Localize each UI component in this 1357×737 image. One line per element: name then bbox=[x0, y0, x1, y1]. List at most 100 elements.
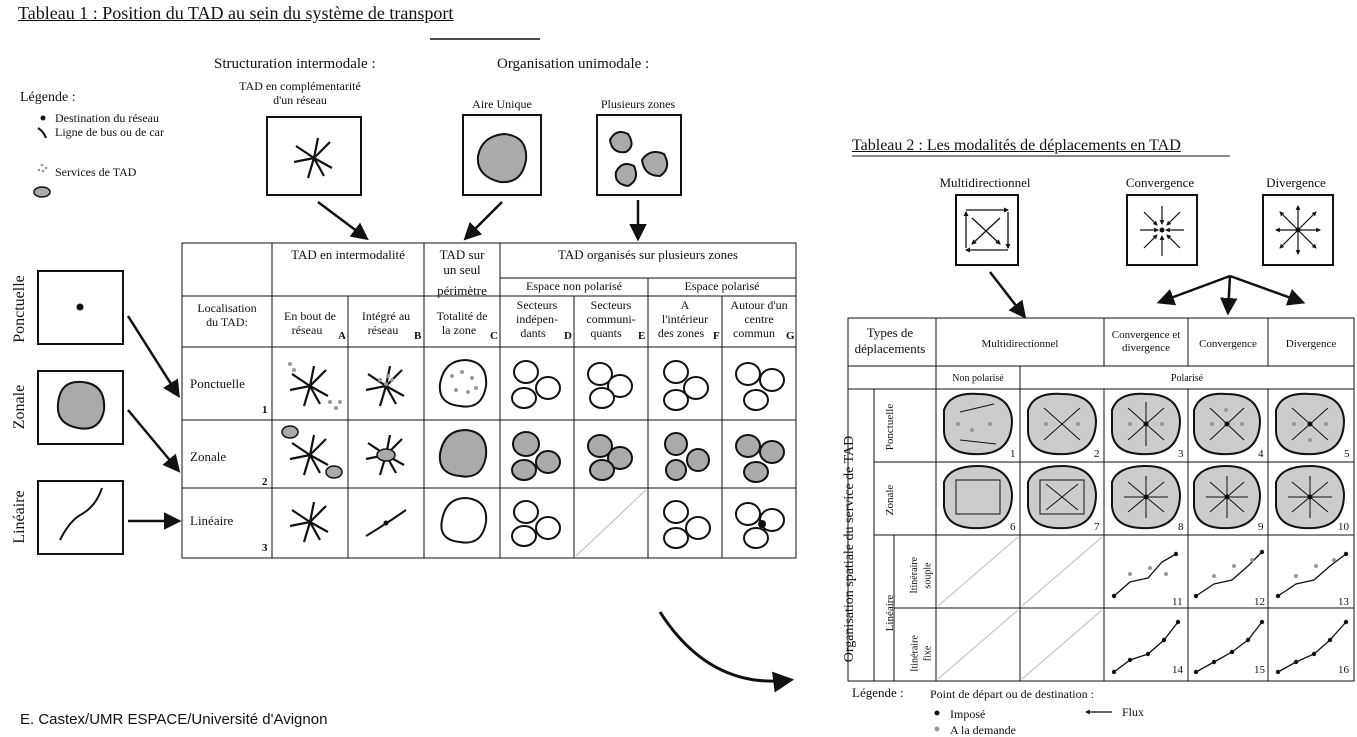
hdr-colB-letter: B bbox=[414, 330, 422, 342]
lineaire-box bbox=[37, 480, 124, 555]
side-zone-icon bbox=[56, 380, 106, 430]
t2-polarise: Polarisé bbox=[1170, 373, 1204, 384]
cell-3F-icon bbox=[663, 500, 711, 549]
hdr-colG-letter: G bbox=[786, 330, 795, 342]
legend-title: Légende : bbox=[20, 90, 76, 105]
hdr-seul-2: un seul bbox=[443, 262, 481, 277]
t2-num-5: 5 bbox=[1344, 448, 1350, 460]
cell-1G-icon bbox=[735, 362, 785, 411]
legend-impose-icon bbox=[934, 710, 940, 716]
cell-3D-icon bbox=[511, 500, 561, 547]
cell-2E-icon bbox=[587, 434, 633, 481]
t2-num-4: 4 bbox=[1258, 448, 1264, 460]
top-div-icon bbox=[1275, 205, 1321, 255]
t2-legend-impose: Imposé bbox=[950, 707, 986, 721]
cell-1D-icon bbox=[511, 360, 561, 409]
t2-legend-label: Légende : bbox=[852, 685, 904, 700]
row2-num: 2 bbox=[262, 476, 268, 488]
t2-col-multi: Multidirectionnel bbox=[981, 338, 1059, 350]
legend-ligne: Ligne de bus ou de car bbox=[55, 125, 164, 139]
hdr-colF-letter: F bbox=[713, 330, 720, 342]
hdr-colC-1: Totalité de bbox=[436, 309, 488, 323]
network-star-icon bbox=[292, 136, 334, 180]
row3-label: Linéaire bbox=[190, 513, 234, 528]
cell-1B-icon bbox=[364, 364, 406, 408]
t2-non-polarise: Non polarisé bbox=[952, 373, 1004, 384]
arrow-complement bbox=[317, 201, 369, 241]
legend-demande-icon bbox=[934, 726, 940, 732]
top-multi-label: Multidirectionnel bbox=[939, 175, 1031, 190]
cell-1E-icon bbox=[587, 362, 633, 409]
arrow-t2-div bbox=[1229, 274, 1306, 306]
aire-unique-zone-icon bbox=[476, 132, 528, 184]
aire-unique-label: Aire Unique bbox=[472, 97, 532, 111]
hdr-colF-3: des zones bbox=[657, 326, 705, 340]
credit: E. Castex/UMR ESPACE/Université d'Avigno… bbox=[20, 711, 328, 728]
side-dot-icon bbox=[76, 303, 84, 311]
structuration-label: Structuration intermodale : bbox=[214, 56, 376, 72]
cell-2A-zone1 bbox=[281, 425, 299, 439]
hdr-colE-3: quants bbox=[590, 326, 622, 340]
table1-grid bbox=[181, 242, 797, 559]
row1-label: Ponctuelle bbox=[190, 376, 245, 391]
tad-complement-line2: d'un réseau bbox=[273, 93, 327, 107]
cell-2C-icon bbox=[438, 428, 488, 478]
cell-1B-dots bbox=[378, 374, 394, 386]
legend-destination: Destination du réseau bbox=[55, 111, 159, 125]
t2-num-15: 15 bbox=[1254, 664, 1265, 676]
hdr-non-polarise: Espace non polarisé bbox=[526, 279, 622, 293]
hdr-seul-3: périmètre bbox=[437, 283, 487, 298]
cell-1A-icon bbox=[288, 364, 330, 408]
t2-num-2: 2 bbox=[1094, 448, 1100, 460]
tad-complement-line1: TAD en complémentarité bbox=[239, 79, 361, 93]
curved-arrow bbox=[658, 611, 795, 693]
t2-lineaire-points bbox=[1111, 549, 1349, 675]
top-conv-icon bbox=[1140, 206, 1184, 256]
t2-col-convdiv-2: divergence bbox=[1121, 342, 1171, 354]
table2-grid bbox=[847, 317, 1355, 682]
row1-num: 1 bbox=[262, 404, 268, 416]
t2-num-11: 11 bbox=[1172, 596, 1183, 608]
cell-2B-zone bbox=[376, 448, 396, 462]
hdr-seul-1: TAD sur bbox=[439, 247, 485, 262]
row3-num: 3 bbox=[262, 542, 268, 554]
t2-col-convdiv-1: Convergence et bbox=[1111, 329, 1181, 341]
t2-zonale-centers bbox=[1143, 494, 1313, 500]
hdr-intermodalite: TAD en intermodalité bbox=[291, 247, 405, 262]
side-line-icon bbox=[59, 487, 103, 541]
hdr-colG-1: Autour d'un bbox=[730, 298, 788, 312]
t2-num-16: 16 bbox=[1338, 664, 1349, 676]
hdr-colD-letter: D bbox=[564, 330, 572, 342]
arrow-t2-convdiv bbox=[1156, 274, 1231, 306]
top-multi-icon bbox=[963, 207, 1011, 253]
legend-zone-icon bbox=[33, 186, 51, 198]
arrow-aire bbox=[463, 201, 503, 241]
cell-2A-icon bbox=[288, 433, 330, 477]
hdr-colA-2: réseau bbox=[291, 323, 323, 337]
cell-1F-icon bbox=[663, 360, 709, 411]
hdr-colG-3: commun bbox=[733, 326, 775, 340]
plusieurs-zones-box bbox=[596, 114, 682, 196]
t2-ponctuelle-centers bbox=[1143, 421, 1313, 427]
hdr-polarise: Espace polarisé bbox=[684, 279, 760, 293]
t2-num-13: 13 bbox=[1338, 596, 1349, 608]
row2-label: Zonale bbox=[190, 449, 227, 464]
arrow-zonale bbox=[127, 409, 181, 473]
cell-3A-icon bbox=[288, 500, 330, 544]
arrow-ponctuelle bbox=[126, 315, 180, 398]
legend-services: Services de TAD bbox=[55, 165, 137, 179]
hdr-localisation-2: du TAD: bbox=[206, 315, 248, 329]
t2-num-1: 1 bbox=[1010, 448, 1016, 460]
hdr-colD-3: dants bbox=[520, 326, 546, 340]
hdr-colB-1: Intégré au bbox=[361, 309, 411, 323]
hdr-colE-2: communi- bbox=[586, 312, 636, 326]
cell-2G-icon bbox=[735, 434, 785, 483]
arrow-t2-conv bbox=[1220, 275, 1238, 316]
t2-ponctuelle-dots bbox=[956, 408, 1328, 442]
t2-zone-blobs bbox=[943, 392, 1346, 530]
t2-types-2: déplacements bbox=[854, 341, 926, 356]
hdr-colA-letter: A bbox=[338, 330, 346, 342]
hdr-colA-1: En bout de bbox=[284, 309, 336, 323]
cell-2F-icon bbox=[664, 432, 710, 481]
